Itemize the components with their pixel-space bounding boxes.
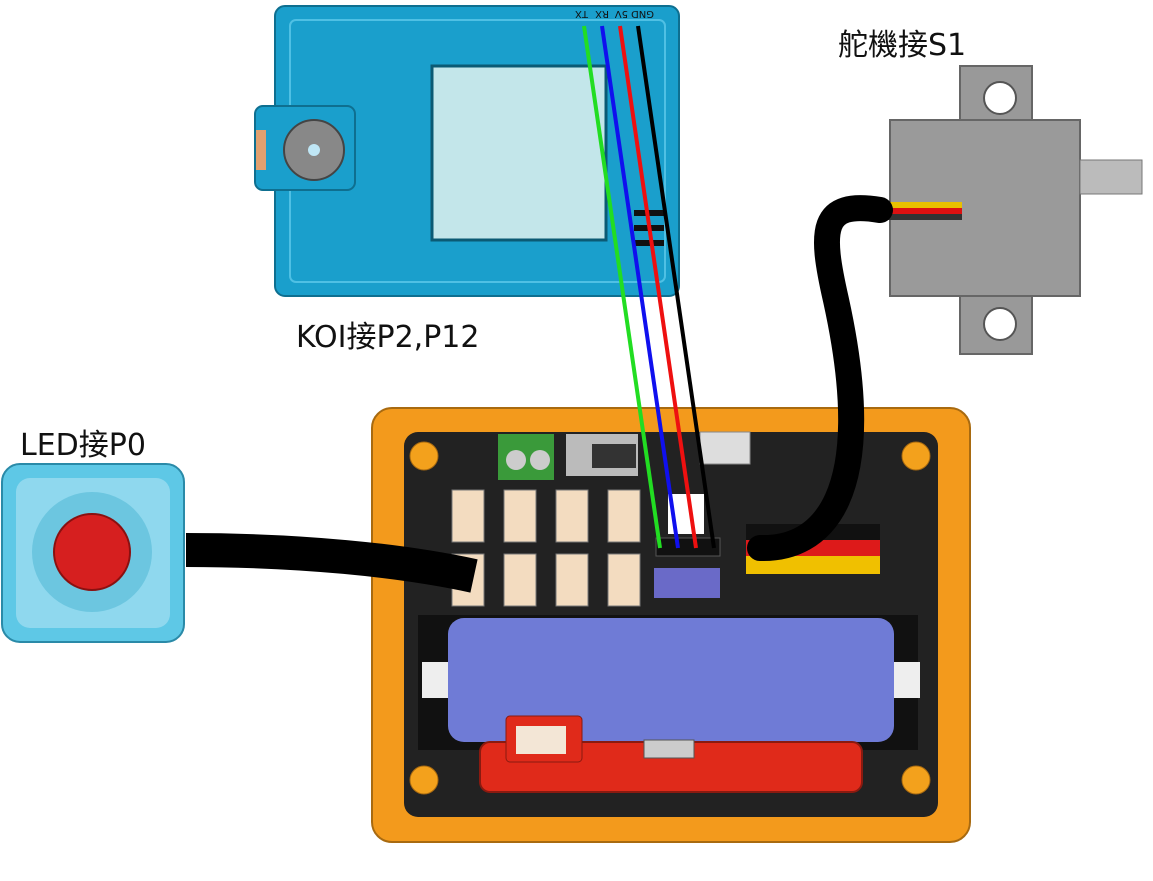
koi-pin-gnd: GND — [631, 8, 654, 19]
servo-cable — [747, 195, 893, 562]
koi-wires — [582, 25, 716, 549]
wire-tx — [582, 25, 662, 549]
led-button-module — [1, 463, 185, 643]
servo-motor — [880, 65, 1143, 355]
wire-5v — [618, 25, 698, 549]
koi-pin-labels: GND 5V RX TX — [575, 8, 654, 19]
koi-pin-tx: TX — [575, 8, 589, 19]
wire-rx — [600, 25, 680, 549]
wire-gnd — [636, 25, 716, 549]
koi-label: KOI接P2,P12 — [296, 320, 480, 355]
battery — [448, 618, 894, 742]
koi-pin-5v: 5V — [615, 8, 628, 19]
koi-module: GND 5V RX TX — [254, 5, 680, 297]
controller-board — [371, 407, 971, 843]
koi-pin-rx: RX — [595, 8, 609, 19]
led-label: LED接P0 — [20, 428, 146, 463]
servo-label: 舵機接S1 — [838, 28, 967, 63]
led-cable — [185, 533, 478, 593]
